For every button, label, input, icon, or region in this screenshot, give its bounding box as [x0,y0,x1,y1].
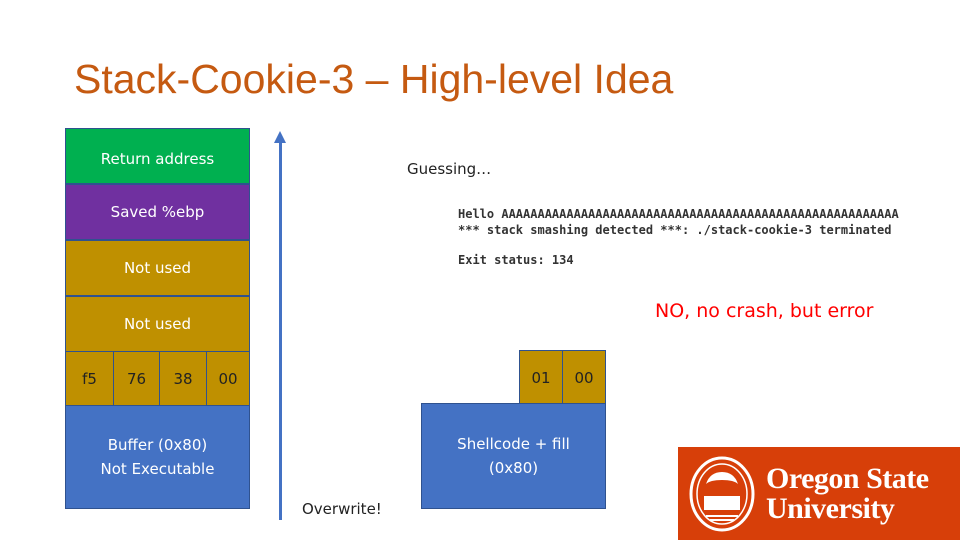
terminal-line: Hello AAAAAAAAAAAAAAAAAAAAAAAAAAAAAAAAAA… [458,207,899,221]
canary-byte-label: 00 [218,369,238,388]
logo-line-1: Oregon State [766,461,929,495]
overwrite-direction-arrow [279,142,282,520]
result-error-text: NO, no crash, but error [655,300,874,322]
shellcode-block: Shellcode + fill (0x80) [421,403,606,509]
return-address-block: Return address [65,128,250,184]
return-address-label: Return address [100,150,215,168]
not-used-label-1: Not used [123,259,192,277]
not-used-label-2: Not used [123,315,192,333]
buffer-note: Not Executable [100,460,215,478]
guess-byte-label: 00 [574,368,594,387]
canary-byte-block: 76 [113,351,160,406]
canary-byte-label: f5 [82,369,97,388]
guess-byte-label: 01 [531,368,551,387]
terminal-line: Exit status: 134 [458,253,574,267]
shellcode-label: Shellcode + fill [457,435,570,453]
overwrite-label: Overwrite! [302,500,382,518]
canary-byte-label: 38 [173,369,193,388]
shellcode-size: (0x80) [488,459,539,477]
canary-byte-label: 76 [126,369,147,388]
saved-ebp-label: Saved %ebp [110,203,205,221]
buffer-block: Buffer (0x80) Not Executable [65,405,250,509]
slide-title: Stack-Cookie-3 – High-level Idea [74,56,674,102]
terminal-line: *** stack smashing detected ***: ./stack… [458,223,892,237]
guess-byte-block: 00 [562,350,606,405]
not-used-block-2: Not used [65,296,250,352]
canary-byte-block: 38 [159,351,207,406]
beaver-seal-icon [689,456,755,531]
arrow-up-icon [274,131,286,143]
canary-byte-block: f5 [65,351,114,406]
guess-byte-block: 01 [519,350,563,405]
canary-byte-block: 00 [206,351,250,406]
oregon-state-logo: Oregon State University [678,447,960,540]
logo-line-2: University [766,491,895,525]
guessing-label: Guessing… [407,160,492,178]
saved-ebp-block: Saved %ebp [65,184,250,240]
buffer-label: Buffer (0x80) [107,436,208,454]
not-used-block-1: Not used [65,240,250,296]
